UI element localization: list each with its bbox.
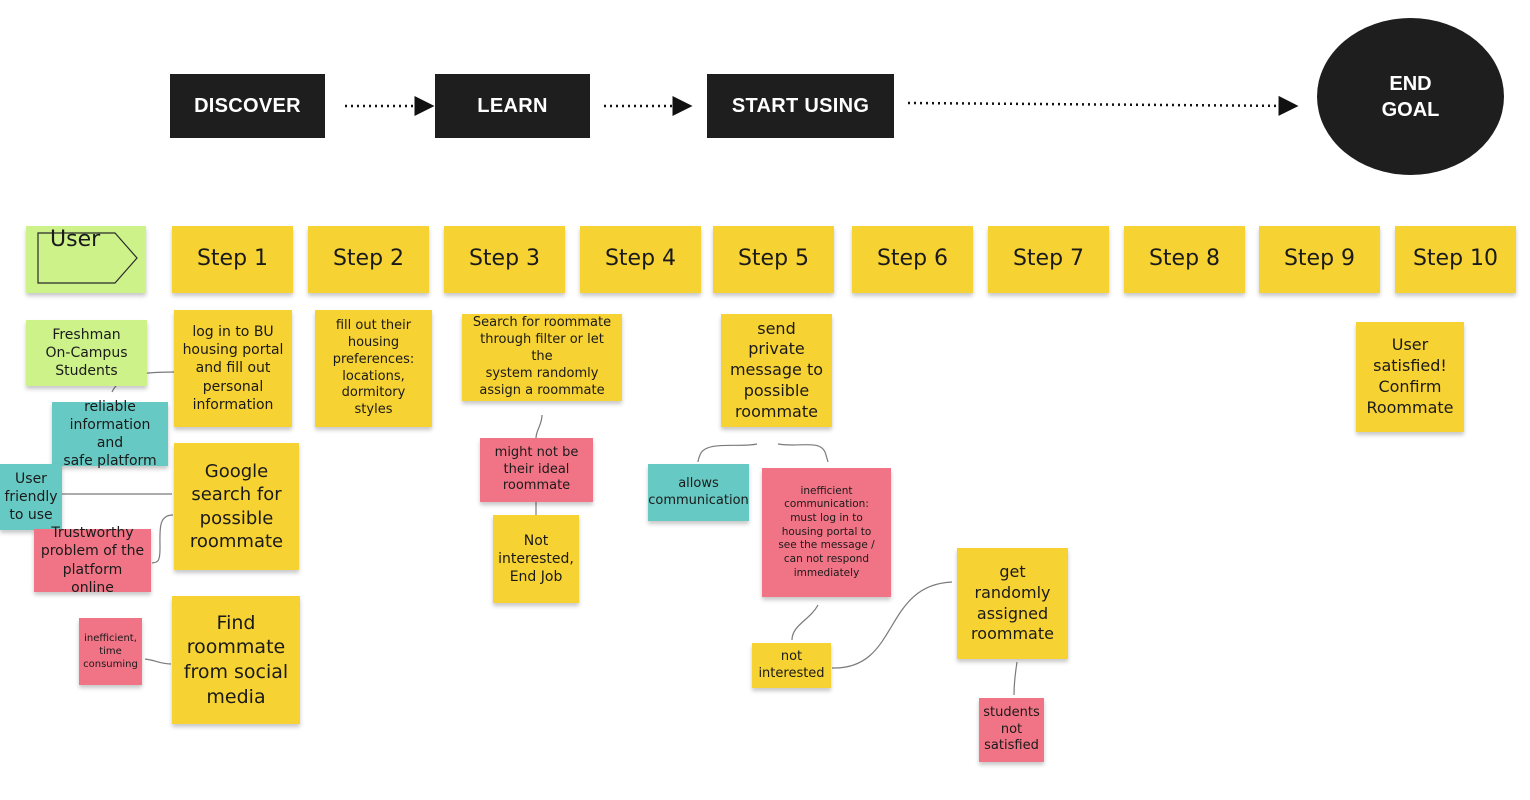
connector-message-inefficient [777,443,829,463]
phase-discover: DISCOVER [170,74,325,138]
phase-end-goal: END GOAL [1317,18,1504,175]
note-search-filter: Search for roommate through filter or le… [462,314,622,401]
lane-step-6: Step 6 [852,226,973,293]
note-not-interested: not interested [752,643,831,688]
phase-arrow-start-goal [907,95,1299,116]
step-4-label: Step 4 [604,246,677,272]
step-6-label: Step 6 [876,246,949,272]
phase-learn: LEARN [435,74,590,138]
note-might-not-ideal: might not be their ideal roommate [480,438,593,502]
note-students-not-satisfied: students not satisfied [979,698,1044,762]
step-5-label: Step 5 [737,246,810,272]
lane-step-9: Step 9 [1259,226,1380,293]
phase-start-using: START USING [707,74,894,138]
step-2-label: Step 2 [332,246,405,272]
lane-step-3: Step 3 [444,226,565,293]
note-inefficient-time: inefficient, time consuming [79,618,142,685]
note-fill-preferences: fill out their housing preferences: loca… [315,310,432,427]
step-1-label: Step 1 [196,246,269,272]
note-allows-communication: allows communication [648,464,749,521]
note-find-social-media: Find roommate from social media [172,596,300,724]
note-randomly-assigned: get randomly assigned roommate [957,548,1068,659]
user-arrow-icon [37,232,138,284]
step-8-label: Step 8 [1148,246,1221,272]
lane-step-7: Step 7 [988,226,1109,293]
note-trustworthy-problem: Trustworthy problem of the platform onli… [34,525,151,596]
step-9-label: Step 9 [1283,246,1356,272]
step-10-label: Step 10 [1412,246,1499,272]
connector-random-notsatisfied [1013,661,1018,696]
note-freshman-students: Freshman On-Campus Students [26,320,147,386]
connector-google-trustworthy [151,514,174,564]
connector-search-mightnot [535,414,543,439]
lane-user: User [26,226,146,293]
end-goal-line1: END [1389,72,1432,95]
note-login-housing-portal: log in to BU housing portal and fill out… [174,310,292,427]
note-send-private-message: send private message to possible roommat… [721,314,832,427]
end-goal-line2: GOAL [1381,98,1440,121]
lane-step-10: Step 10 [1395,226,1516,293]
note-reliable-information: reliable information and safe platform [52,399,168,469]
note-user-friendly: User friendly to use [0,464,62,530]
lane-step-5: Step 5 [713,226,834,293]
step-3-label: Step 3 [468,246,541,272]
note-not-interested-end-job: Not interested, End Job [493,515,579,603]
lane-step-2: Step 2 [308,226,429,293]
note-inefficient-communication: inefficient communication: must log in t… [762,468,891,597]
connector-message-allows [697,443,758,463]
note-google-search: Google search for possible roommate [174,443,299,570]
lane-user-label: User [50,227,101,252]
connector-inefficient-notinterested [791,604,819,641]
step-7-label: Step 7 [1012,246,1085,272]
lane-step-4: Step 4 [580,226,701,293]
lane-step-1: Step 1 [172,226,293,293]
connector-social-inefficient [144,658,172,665]
note-user-satisfied: User satisfied! Confirm Roommate [1356,322,1464,432]
lane-step-8: Step 8 [1124,226,1245,293]
